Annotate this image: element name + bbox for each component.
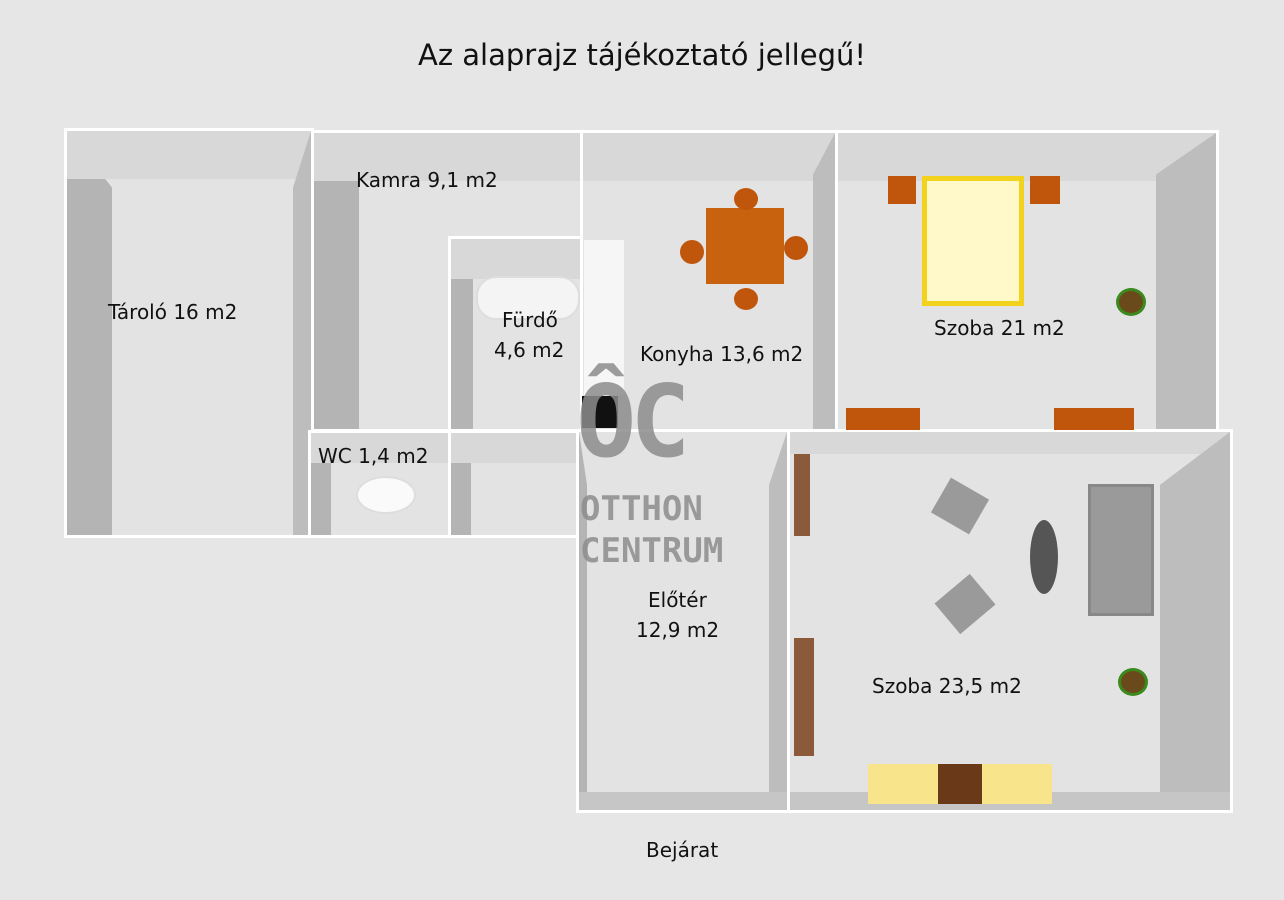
- chair: [734, 188, 758, 210]
- label-hall-area: 12,9 m2: [636, 618, 720, 642]
- plant: [1118, 668, 1148, 696]
- nightstand: [1030, 176, 1060, 204]
- label-storage: Tároló 16 m2: [108, 300, 238, 324]
- shelf: [794, 638, 814, 756]
- toilet: [356, 476, 416, 514]
- bathtub: [476, 276, 580, 320]
- stove: [582, 396, 618, 428]
- sofa: [1088, 484, 1154, 616]
- label-wc: WC 1,4 m2: [318, 444, 429, 468]
- watermark-line1: OTTHON: [580, 489, 703, 529]
- nightstand: [888, 176, 916, 204]
- room-hall: [576, 429, 790, 813]
- watermark-mark: ÔC: [576, 363, 690, 480]
- label-pantry: Kamra 9,1 m2: [356, 168, 498, 192]
- label-living-room: Szoba 23,5 m2: [872, 674, 1022, 698]
- watermark-line2: CENTRUM: [580, 531, 724, 571]
- coffee-table: [1030, 520, 1058, 594]
- label-hall-name: Előtér: [648, 588, 707, 612]
- label-bedroom: Szoba 21 m2: [934, 316, 1065, 340]
- chair: [734, 288, 758, 310]
- label-bathroom-name: Fürdő: [502, 308, 558, 332]
- cabinet: [846, 408, 920, 430]
- counter: [584, 240, 624, 395]
- disclaimer-title: Az alaprajz tájékoztató jellegű!: [418, 38, 866, 72]
- label-kitchen: Konyha 13,6 m2: [640, 342, 804, 366]
- chair: [680, 240, 704, 264]
- room-living-23-5: [787, 429, 1233, 813]
- cabinet: [1054, 408, 1134, 430]
- room-corridor: [448, 430, 583, 538]
- shelf: [794, 454, 810, 536]
- room-bathroom: [448, 236, 583, 432]
- plant: [1116, 288, 1146, 316]
- room-storage: [64, 128, 314, 538]
- tv-stand: [868, 764, 1052, 804]
- label-bathroom-area: 4,6 m2: [494, 338, 565, 362]
- chair: [784, 236, 808, 260]
- bed: [922, 176, 1024, 306]
- label-entrance: Bejárat: [646, 838, 719, 862]
- dining-table: [706, 208, 784, 284]
